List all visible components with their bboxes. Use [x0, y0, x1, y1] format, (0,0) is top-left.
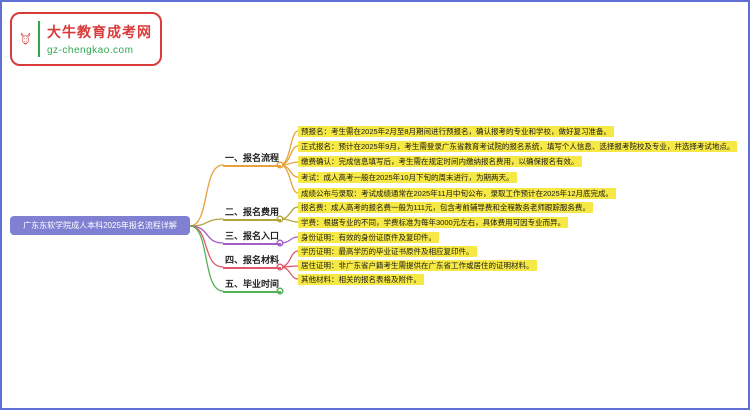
branch-label-registration-fee: 二、报名费用: [223, 206, 281, 221]
logo-text: 大牛教育成考网 gz-chengkao.com: [47, 22, 152, 56]
connector-line: [279, 250, 299, 268]
leaf-item: 缴费确认：完成信息填写后，考生需在规定时间内缴纳报名费用，以确保报名有效。: [298, 156, 582, 167]
bull-icon: [20, 32, 31, 45]
leaf-item: 成绩公布与录取：考试成绩通常在2025年11月中旬公布，录取工作预计在2025年…: [298, 188, 616, 199]
leaf-item: 学费：根据专业的不同，学费标准为每年3000元左右，具体费用可因专业而异。: [298, 217, 569, 228]
leaf-item: 报名费：成人高考的报名费一般为111元，包含考前辅导费和全程教务老师跟踪服务费。: [298, 202, 593, 213]
branch-label-graduation-time: 五、毕业时间: [223, 278, 281, 293]
branch-label-registration-materials: 四、报名材料: [223, 254, 281, 269]
connector-line: [189, 225, 224, 244]
logo-divider: [38, 21, 40, 57]
site-logo: 大牛教育成考网 gz-chengkao.com: [10, 12, 162, 66]
site-name: 大牛教育成考网: [47, 24, 152, 40]
connector-line: [279, 130, 299, 166]
leaf-item: 身份证明：有效的身份证原件及复印件。: [298, 232, 439, 243]
connector-line: [189, 164, 224, 227]
leaf-item: 考试：成人高考一般在2025年10月下旬的周末进行，为期两天。: [298, 172, 517, 183]
site-domain: gz-chengkao.com: [47, 45, 134, 56]
leaf-item: 居住证明：非广东省户籍考生需提供在广东省工作或居住的证明材料。: [298, 260, 537, 271]
branch-label-registration-entry: 三、报名入口: [223, 230, 281, 245]
leaf-item: 正式报名：预计在2025年9月，考生需登录广东省教育考试院的报名系统，填写个人信…: [298, 141, 738, 152]
root-topic: 广东东软学院成人本科2025年报名流程详解: [10, 216, 190, 235]
leaf-item: 预报名：考生需在2025年2月至8月期间进行预报名，确认报考的专业和学校，做好复…: [298, 126, 615, 137]
leaf-item: 学历证明：最高学历的毕业证书原件及相应复印件。: [298, 246, 477, 257]
leaf-item: 其他材料：相关的报名表格及附件。: [298, 274, 424, 285]
branch-label-registration-process: 一、报名流程: [223, 152, 281, 167]
connector-line: [189, 225, 224, 292]
